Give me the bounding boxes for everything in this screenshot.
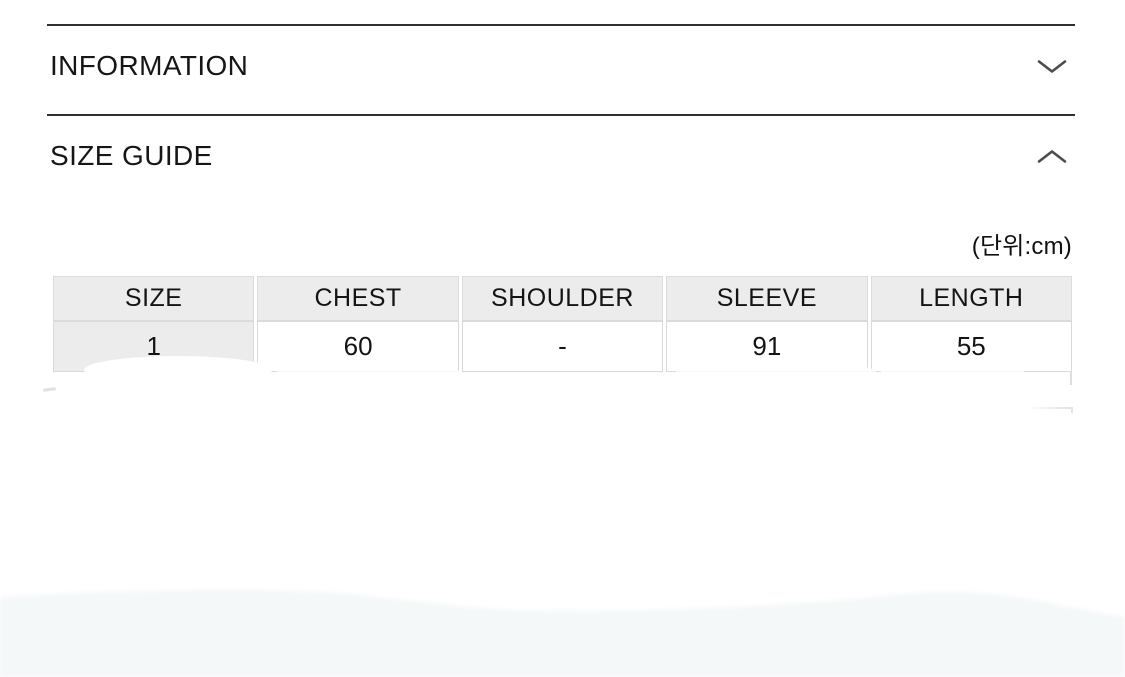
cell-shoulder: - <box>461 321 664 372</box>
col-header-length: LENGTH <box>870 276 1072 321</box>
col-header-size: SIZE <box>53 276 255 321</box>
section-divider-top <box>47 24 1075 26</box>
table-border-remnant <box>1026 407 1073 409</box>
col-header-sleeve: SLEEVE <box>666 276 868 321</box>
accordion-section-size-guide[interactable]: SIZE GUIDE <box>47 134 1075 178</box>
erase-artifact <box>676 361 876 383</box>
unit-label: (단위:cm) <box>971 233 1072 260</box>
table-border-remnant <box>1071 407 1073 413</box>
table-border-remnant <box>1070 371 1072 385</box>
erase-artifact <box>274 364 464 384</box>
cell-chest: 60 <box>257 321 459 372</box>
col-header-chest: CHEST <box>257 276 459 321</box>
section-divider-middle <box>47 114 1075 116</box>
erase-artifact <box>880 363 1025 383</box>
section-title-size-guide: SIZE GUIDE <box>50 140 213 171</box>
erase-artifact <box>84 356 272 384</box>
section-title-information: INFORMATION <box>50 50 249 81</box>
bottom-wave-band <box>0 589 1125 677</box>
erase-artifact-dash <box>42 387 57 392</box>
chevron-down-icon <box>1037 59 1067 73</box>
accordion-section-information[interactable]: INFORMATION <box>47 44 1075 88</box>
col-header-shoulder: SHOULDER <box>461 276 664 321</box>
chevron-up-icon <box>1037 149 1067 163</box>
